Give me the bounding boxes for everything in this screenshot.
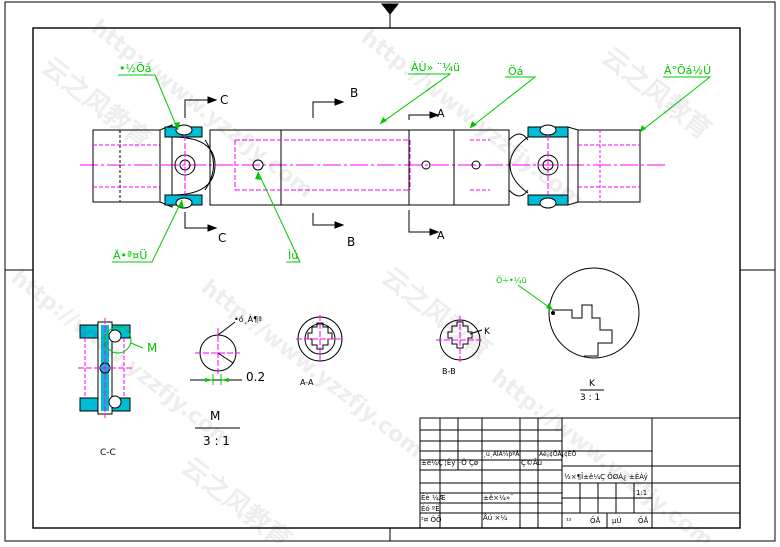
tb-date: Äê¡¢ÔÂ¡¢ÈÕ xyxy=(539,450,577,458)
section-mark-a-top: A xyxy=(437,107,445,120)
tb-sheet-no-a: µÚ xyxy=(612,516,622,525)
main-view: C C B B A A •½Õá ÀÙ» ¨¼ü Öá À°Õá½Ú Ä•ª¤Ü… xyxy=(80,61,712,263)
detail-k-letter: K xyxy=(589,379,596,389)
tb-sheet-total-b: ÕÅ xyxy=(590,516,601,525)
title-block xyxy=(419,417,741,529)
section-markers xyxy=(184,96,440,236)
callout-arrows xyxy=(174,117,646,208)
detail-k-note: Ö÷•¼ü xyxy=(496,275,527,285)
tb-process: ¹¤ ÒÕ xyxy=(421,515,442,524)
tb-mark: ±ê¼Ç xyxy=(421,459,443,467)
callout-label-shaft: Öá xyxy=(508,65,523,78)
tb-stage-label: ½×¶Î±ê¼Ç ÖØÁ¿ ±ÈÀý xyxy=(564,472,648,481)
watermark-url-5: http://www.yzzfjy.com xyxy=(486,365,717,543)
tb-standardize: ±ê×¼»¯ xyxy=(483,494,514,502)
watermark-layer: http://www.yzzfjy.com 云之风教育 http://www.y… xyxy=(6,15,717,547)
sheet-frame xyxy=(4,1,776,542)
tb-count: ´¦Êý xyxy=(441,458,455,467)
detail-m-scale: 3 : 1 xyxy=(203,434,230,448)
view-k-detail: Ö÷•¼ü K 3 : 1 xyxy=(496,267,640,403)
view-bb-label: B-B xyxy=(442,367,456,376)
view-bb xyxy=(436,316,484,364)
tb-approve: Åú ×¼ xyxy=(483,513,507,522)
tb-design: Éè ¼Æ xyxy=(421,493,446,502)
callout-leaders xyxy=(112,73,712,263)
callout-label-top-right: À°Õá½Ú xyxy=(664,64,711,77)
tb-sign: Ç©Ãû xyxy=(521,458,542,467)
shaft-tube xyxy=(209,129,510,206)
detail-m-note: •ó¸À¶ª xyxy=(234,313,262,324)
callout-label-top-left: •½Õá xyxy=(119,62,152,75)
tb-change-doc: ¸ü¸ÄÎÄ¼þºÅ xyxy=(483,451,520,458)
section-mark-b-top: B xyxy=(350,86,358,100)
dimension-0-2: 0.2 xyxy=(246,370,265,384)
tb-sheet-total-a: ¹² xyxy=(566,517,572,525)
section-mark-b-bottom: B xyxy=(347,235,355,249)
detail-m-letter: M xyxy=(210,409,220,423)
view-m-detail: •ó¸À¶ª 0.2 M 3 : 1 xyxy=(190,313,265,448)
detail-m-marker: M xyxy=(147,341,157,355)
watermark-brand-3: 云之风教育 xyxy=(376,261,498,365)
tb-sheet-no-b: ÕÅ xyxy=(638,516,649,525)
section-mark-c-top: C xyxy=(220,93,228,107)
view-bb-k-marker: K xyxy=(484,327,491,337)
tb-scale: 1:1 xyxy=(636,489,647,497)
section-mark-a-bottom: A xyxy=(437,229,445,242)
watermark-url-2: http://www.yzzfjy.com xyxy=(356,25,587,213)
tb-review: Éó ºË xyxy=(421,504,440,513)
callout-label-bottom-left: Ä•ª¤Ü xyxy=(113,249,147,262)
view-cc: M C-C xyxy=(78,318,157,458)
callout-label-top-middle: ÀÙ» ¨¼ü xyxy=(411,61,460,74)
tb-zone: ·Ö Çø xyxy=(459,458,479,467)
title-block-text: ±ê¼Ç ´¦Êý ·Ö Çø ¸ü¸ÄÎÄ¼þºÅ Ç©Ãû Äê¡¢ÔÂ¡¢… xyxy=(421,450,649,525)
watermark-brand-4: 云之风教育 xyxy=(176,451,298,543)
detail-k-scale: 3 : 1 xyxy=(580,393,600,403)
section-mark-c-bottom: C xyxy=(218,231,226,245)
callout-label-bottom: Ìú xyxy=(288,249,298,262)
right-yoke xyxy=(508,124,641,209)
view-aa xyxy=(296,315,344,363)
left-yoke xyxy=(92,124,216,209)
view-aa-label: A-A xyxy=(300,378,314,387)
view-cc-label: C-C xyxy=(100,448,116,458)
